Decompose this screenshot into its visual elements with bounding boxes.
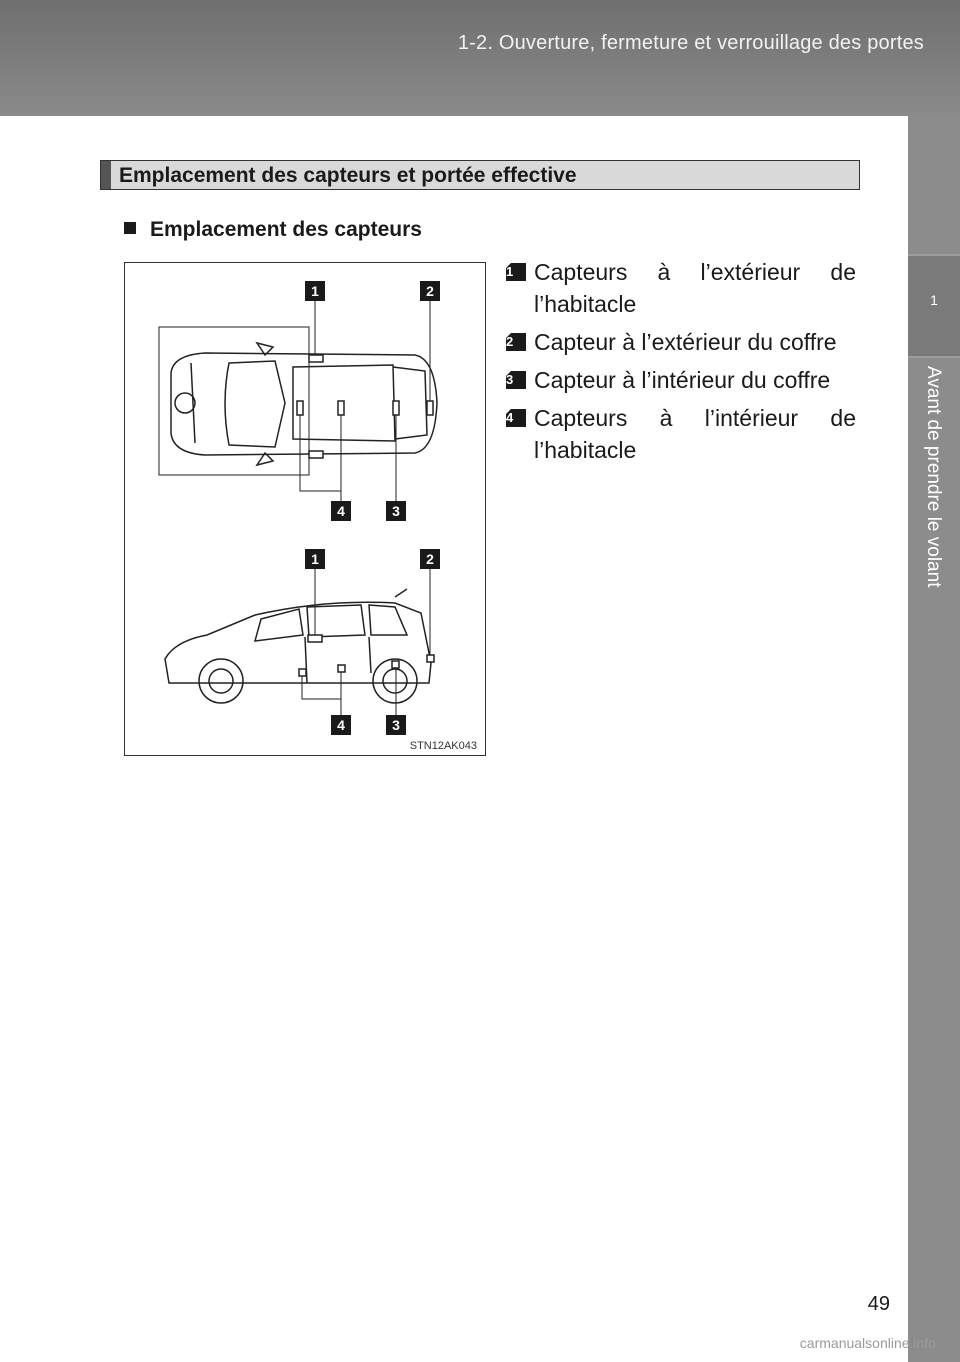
legend-item: 3 Capteur à l’intérieur du coffre <box>506 364 856 396</box>
chapter-number-box <box>908 254 960 358</box>
svg-text:2: 2 <box>426 283 434 299</box>
car-diagram: 1 2 4 3 <box>158 281 477 752</box>
chapter-side-tab: 1 Avant de prendre le volant <box>908 116 960 1362</box>
car-side-view <box>164 588 432 704</box>
legend-item-text: Capteur à l’extérieur du coffre <box>534 329 837 355</box>
chapter-title: 1-2. Ouverture, fermeture et verrouillag… <box>457 32 924 54</box>
watermark: carmanualsonline.info <box>799 1335 936 1351</box>
legend-list: 1 Capteurs à l’extérieur de l’habitacle 2… <box>506 256 856 472</box>
top-view-leader-lines <box>299 301 431 501</box>
subsection-heading-text: Emplacement des capteurs <box>150 218 422 241</box>
chapter-label: Avant de prendre le volant <box>923 366 944 588</box>
square-bullet-icon <box>124 222 136 234</box>
svg-text:2: 2 <box>426 551 434 567</box>
car-top-view <box>158 326 438 476</box>
legend-item: 4 Capteurs à l’intérieur de l’habitacle <box>506 402 856 466</box>
svg-text:1: 1 <box>311 283 319 299</box>
legend-item-text: Capteurs à l’extérieur de l’habitacle <box>534 259 856 317</box>
number-badge: 4 <box>506 409 526 427</box>
top-view-callouts: 1 2 4 3 <box>305 281 440 521</box>
number-badge: 2 <box>506 333 526 351</box>
svg-text:4: 4 <box>337 503 345 519</box>
svg-text:3: 3 <box>392 717 400 733</box>
number-badge: 1 <box>506 263 526 281</box>
side-view-callouts: 1 2 4 3 <box>305 549 440 735</box>
top-view-sensors <box>296 354 434 459</box>
figure-code: STN12AK043 <box>410 740 477 752</box>
subsection-heading: Emplacement des capteurs <box>124 218 422 242</box>
svg-text:4: 4 <box>337 717 345 733</box>
section-heading-bar <box>101 161 111 189</box>
section-heading: Emplacement des capteurs et portée effec… <box>100 160 860 190</box>
svg-text:3: 3 <box>392 503 400 519</box>
side-view-leader-lines <box>301 569 431 715</box>
number-badge: 3 <box>506 371 526 389</box>
legend-item: 2 Capteur à l’extérieur du coffre <box>506 326 856 358</box>
page-number: 49 <box>867 1293 890 1315</box>
sensor-location-figure: 1 2 4 3 <box>124 262 486 756</box>
legend-item: 1 Capteurs à l’extérieur de l’habitacle <box>506 256 856 320</box>
side-view-sensors <box>298 634 435 677</box>
legend-item-text: Capteur à l’intérieur du coffre <box>534 367 831 393</box>
svg-text:1: 1 <box>311 551 319 567</box>
page-header: 1-2. Ouverture, fermeture et verrouillag… <box>0 0 960 116</box>
section-heading-text: Emplacement des capteurs et portée effec… <box>119 164 577 187</box>
chapter-number: 1 <box>930 292 938 308</box>
legend-item-text: Capteurs à l’intérieur de l’habitacle <box>534 405 856 463</box>
